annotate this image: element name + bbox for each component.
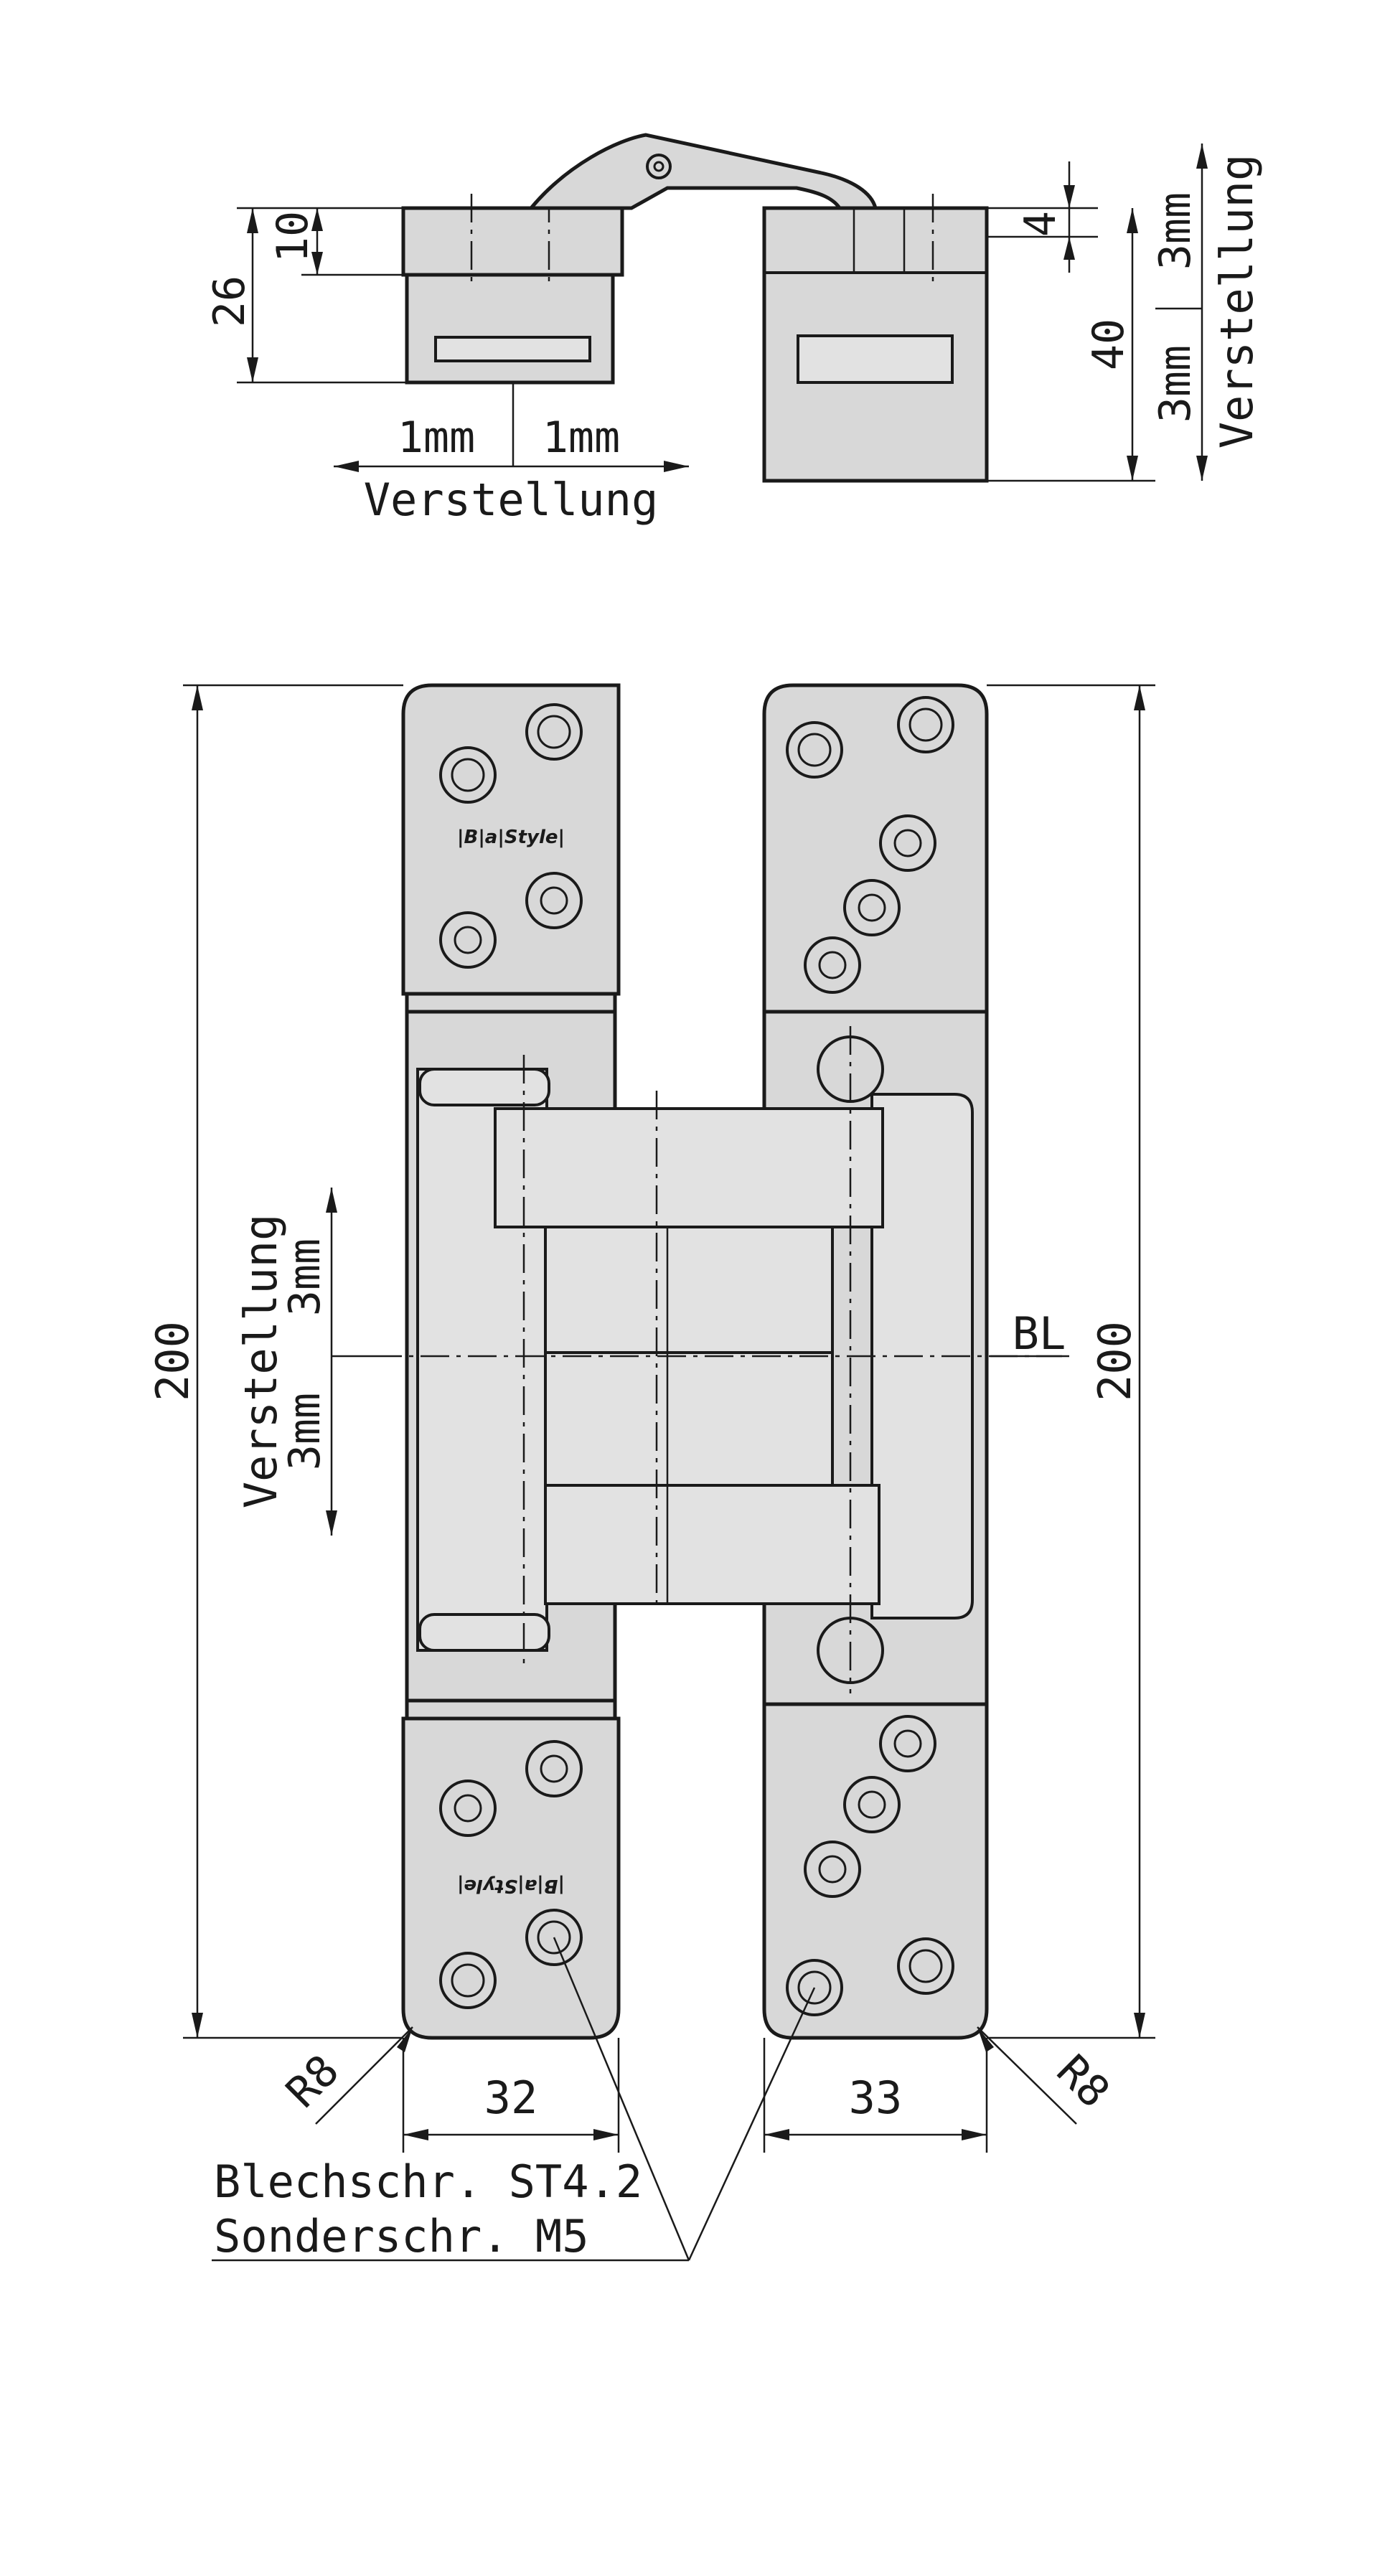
screw-icon [439, 1952, 497, 2009]
screw-icon [897, 1937, 954, 1995]
vertical-adjust-label: Verstellung [1211, 154, 1263, 449]
dim-10-label: 10 [268, 211, 318, 263]
screw-icon [439, 746, 497, 804]
screw-icon [525, 1740, 583, 1797]
right-leaf-slot [797, 334, 954, 384]
front-view: |B|a|Style| |B|a|Style| 200 [146, 683, 1155, 2262]
lateral-adjust-label: Verstellung [364, 474, 659, 526]
top-view: 26 10 1mm 1mm Verstellung 4 40 3mm [205, 133, 1263, 526]
screw-icon [843, 879, 901, 936]
front-adjust-up: 3mm [280, 1238, 330, 1316]
left-leaf-body [405, 273, 615, 385]
dim-26-label: 26 [205, 276, 255, 327]
screw-icon [439, 911, 497, 969]
lateral-adjust-right: 1mm [543, 413, 620, 463]
height-right-label: 200 [1089, 1321, 1141, 1401]
hinge-pin-bottom [418, 1613, 550, 1652]
width-right-label: 33 [849, 2072, 903, 2124]
lateral-adjust-left: 1mm [398, 413, 475, 463]
vertical-adjust-down: 3mm [1150, 345, 1201, 423]
screw-icon [879, 1715, 936, 1772]
vertical-adjust-up: 3mm [1150, 192, 1201, 270]
hinge-arm-middle-top [544, 1226, 834, 1354]
left-leaf-top-rib [405, 992, 617, 1014]
screw-icon [897, 696, 954, 753]
brand-logo-top: |B|a|Style| [457, 827, 565, 848]
screw-icon [786, 721, 843, 779]
arm-pivot [646, 154, 672, 179]
left-leaf-slot [434, 336, 591, 362]
dim-4-label: 4 [1015, 211, 1066, 237]
hinge-arm-lower [544, 1484, 881, 1605]
hinge-pin-top [418, 1068, 550, 1106]
brand-logo-bottom: |B|a|Style| [457, 1875, 565, 1896]
screw-spec-line1: Blechschr. ST4.2 [214, 2156, 642, 2208]
screw-icon [525, 703, 583, 761]
screw-icon [525, 872, 583, 929]
left-leaf-top-block [401, 206, 624, 277]
front-adjust-label: Verstellung [235, 1214, 287, 1509]
radius-left-label: R8 [277, 2046, 349, 2118]
screw-icon [843, 1776, 901, 1833]
dim-40-label: 40 [1084, 319, 1134, 370]
front-adjust-down: 3mm [280, 1393, 330, 1470]
hinge-arm [527, 133, 878, 210]
screw-icon [439, 1780, 497, 1837]
screw-icon [804, 936, 861, 994]
hinge-arm-upper [494, 1107, 884, 1228]
width-left-label: 32 [484, 2072, 538, 2124]
left-leaf-bottom-rib [405, 1698, 617, 1721]
screw-spec-line2: Sonderschr. M5 [214, 2210, 589, 2262]
hinge-arm-middle-bottom [544, 1351, 834, 1487]
screw-icon [879, 814, 936, 872]
height-left-label: 200 [146, 1321, 199, 1401]
baseline-label: BL [1013, 1307, 1066, 1360]
screw-icon [804, 1841, 861, 1898]
